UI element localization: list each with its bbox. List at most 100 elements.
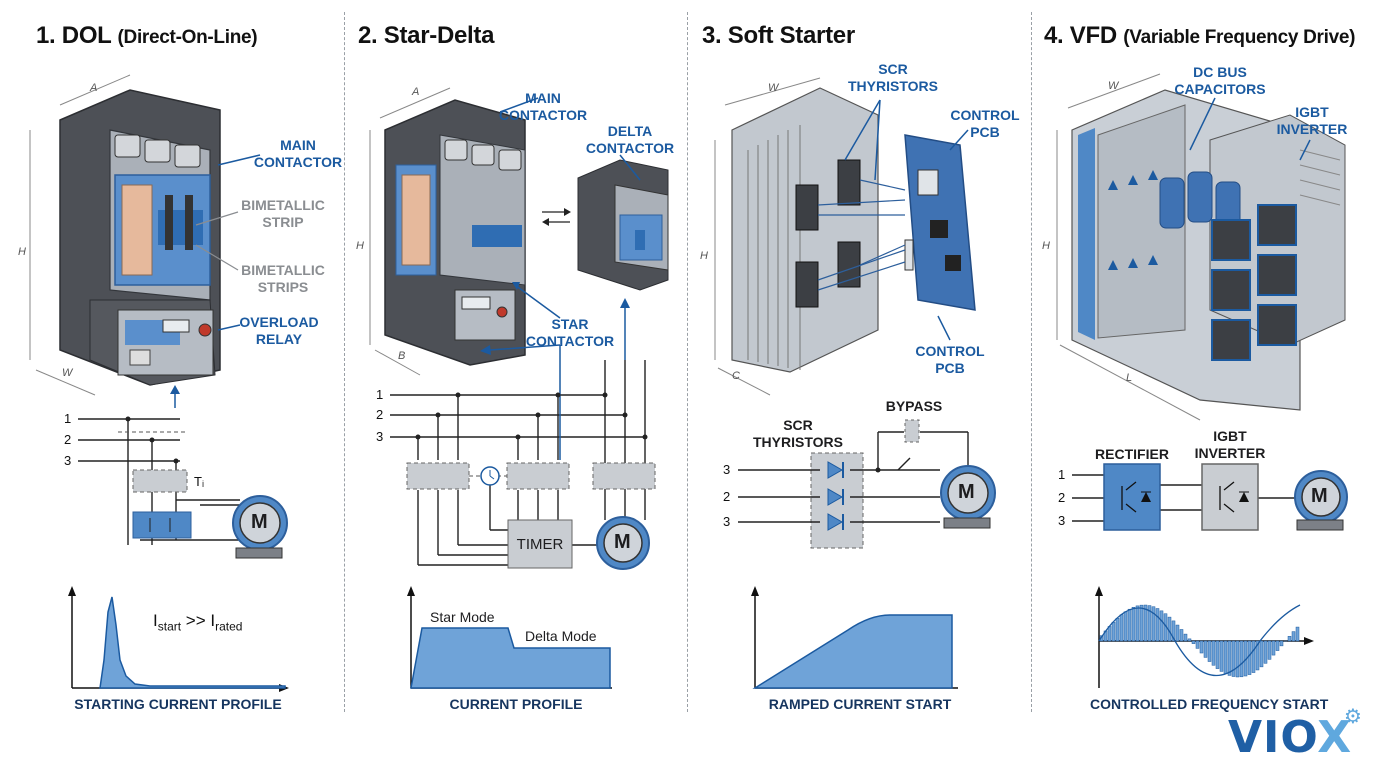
pwm-bar <box>1287 636 1292 642</box>
line-1-label: 1 <box>64 411 72 426</box>
vfd-device-illustration <box>1056 73 1346 421</box>
dim-w: W <box>62 367 73 379</box>
pwm-bar <box>1199 640 1204 654</box>
pwm-bar <box>1123 611 1128 642</box>
panel-title: 1. DOL (Direct-On-Line) <box>36 22 258 49</box>
pwm-bar <box>1203 640 1208 658</box>
divider-2 <box>687 12 688 712</box>
line-3-label: 3 <box>64 453 72 468</box>
vfd-frequency-chart <box>1095 586 1314 688</box>
dim-a: A <box>90 82 98 94</box>
pwm-bar <box>1183 633 1188 642</box>
divider-3 <box>1031 12 1032 712</box>
vfd-wiring-diagram <box>1072 463 1348 531</box>
caption-star-delta: CURRENT PROFILE <box>449 696 583 712</box>
line-3-label: 3 <box>1058 513 1066 528</box>
panel-title: 4. VFD (Variable Frequency Drive) <box>1044 22 1356 49</box>
line-a-label: 3 <box>723 462 731 477</box>
label-bimetallic-strips: BIMETALLIC STRIPS <box>241 262 325 295</box>
pwm-bar <box>1187 638 1192 642</box>
label-dc-bus-capacitors: DC BUS CAPACITORS <box>1174 64 1266 97</box>
line-2-label: 2 <box>376 407 384 422</box>
line-1-label: 1 <box>1058 467 1066 482</box>
pwm-bar <box>1159 610 1164 642</box>
pwm-bar <box>1115 618 1120 642</box>
dol-current-chart <box>68 586 289 692</box>
pwm-bar <box>1147 605 1152 642</box>
chart-label-delta: Delta Mode <box>525 628 597 644</box>
pwm-bar <box>1195 640 1200 649</box>
timer-label: TIMER <box>516 536 564 553</box>
line-2-label: 2 <box>64 432 72 447</box>
motor-label: M <box>958 481 975 503</box>
dol-wiring-diagram <box>78 416 288 559</box>
pwm-bar <box>1291 631 1296 642</box>
pwm-bar <box>1151 606 1156 642</box>
pwm-bar <box>1107 626 1112 642</box>
motor-label: M <box>1311 485 1328 507</box>
pwm-bar <box>1143 604 1148 642</box>
label-control-pcb-bottom: CONTROL PCB <box>915 343 985 376</box>
brand-logo: VIOX <box>1228 712 1353 763</box>
line-b-label: 2 <box>723 489 731 504</box>
motor-label: M <box>251 511 268 533</box>
pwm-bar <box>1111 621 1116 642</box>
pwm-bar <box>1179 629 1184 642</box>
pwm-bar <box>1235 640 1240 678</box>
dim-h: H <box>356 240 364 252</box>
pwm-bar <box>1127 608 1132 642</box>
pwm-bar <box>1175 624 1180 642</box>
pwm-bar <box>1231 640 1236 677</box>
pwm-bar <box>1259 640 1264 668</box>
pwm-bar <box>1139 604 1144 642</box>
soft-starter-wiring-diagram <box>738 419 996 549</box>
dim-c: C <box>732 370 740 382</box>
pwm-bar <box>1155 608 1160 642</box>
label-scr-thyristors-diagram: SCR THYRISTORS <box>753 417 843 450</box>
caption-vfd: CONTROLLED FREQUENCY START <box>1090 696 1329 712</box>
line-3-label: 3 <box>376 429 384 444</box>
pwm-bar <box>1227 640 1232 676</box>
pwm-bar <box>1131 606 1136 642</box>
pwm-bar <box>1279 640 1284 647</box>
pwm-bar <box>1239 640 1244 678</box>
pwm-bar <box>1295 626 1300 642</box>
dim-w: W <box>1108 80 1119 92</box>
line-1-label: 1 <box>376 387 384 402</box>
label-rectifier: RECTIFIER <box>1095 446 1169 462</box>
dim-b: B <box>398 350 406 362</box>
dim-h: H <box>18 246 26 258</box>
gear-icon: ⚙ <box>1344 706 1362 728</box>
pwm-bar <box>1263 640 1268 664</box>
pwm-bar <box>1267 640 1272 660</box>
line-2-label: 2 <box>1058 490 1066 505</box>
dim-w: W <box>768 82 779 94</box>
dim-h: H <box>1042 240 1050 252</box>
label-control-pcb-top: CONTROL PCB <box>950 107 1020 140</box>
chart-label-star: Star Mode <box>430 609 495 625</box>
pwm-bar <box>1247 640 1252 675</box>
label-overload-relay: OVERLOAD RELAY <box>239 314 319 347</box>
pwm-bar <box>1219 640 1224 672</box>
pwm-bar <box>1215 640 1220 669</box>
dim-l: L <box>1126 372 1133 384</box>
label-igbt-inverter-top: IGBT INVERTER <box>1276 104 1348 137</box>
pwm-bar <box>1171 620 1176 642</box>
chart-annotation: Istart >> Irated <box>153 611 243 634</box>
dol-device-illustration <box>29 74 261 408</box>
dim-a: A <box>412 86 420 98</box>
line-c-label: 3 <box>723 514 731 529</box>
divider-1 <box>344 12 345 712</box>
pwm-bar <box>1255 640 1260 671</box>
label-igbt-inverter-diagram: IGBT INVERTER <box>1194 428 1266 461</box>
relay-tag: Tᵢ <box>194 474 204 489</box>
label-main-contactor: MAIN CONTACTOR <box>498 90 588 123</box>
pwm-bar <box>1191 640 1196 644</box>
dim-h: H <box>700 250 708 262</box>
star-delta-device-illustration <box>369 87 669 376</box>
pwm-bar <box>1211 640 1216 666</box>
label-main-contactor: MAIN CONTACTOR <box>253 137 343 170</box>
label-star-contactor: STAR CONTACTOR <box>525 316 615 349</box>
label-scr-thyristors-top: SCR THYRISTORS <box>848 61 938 94</box>
label-delta-contactor: DELTA CONTACTOR <box>585 123 675 156</box>
